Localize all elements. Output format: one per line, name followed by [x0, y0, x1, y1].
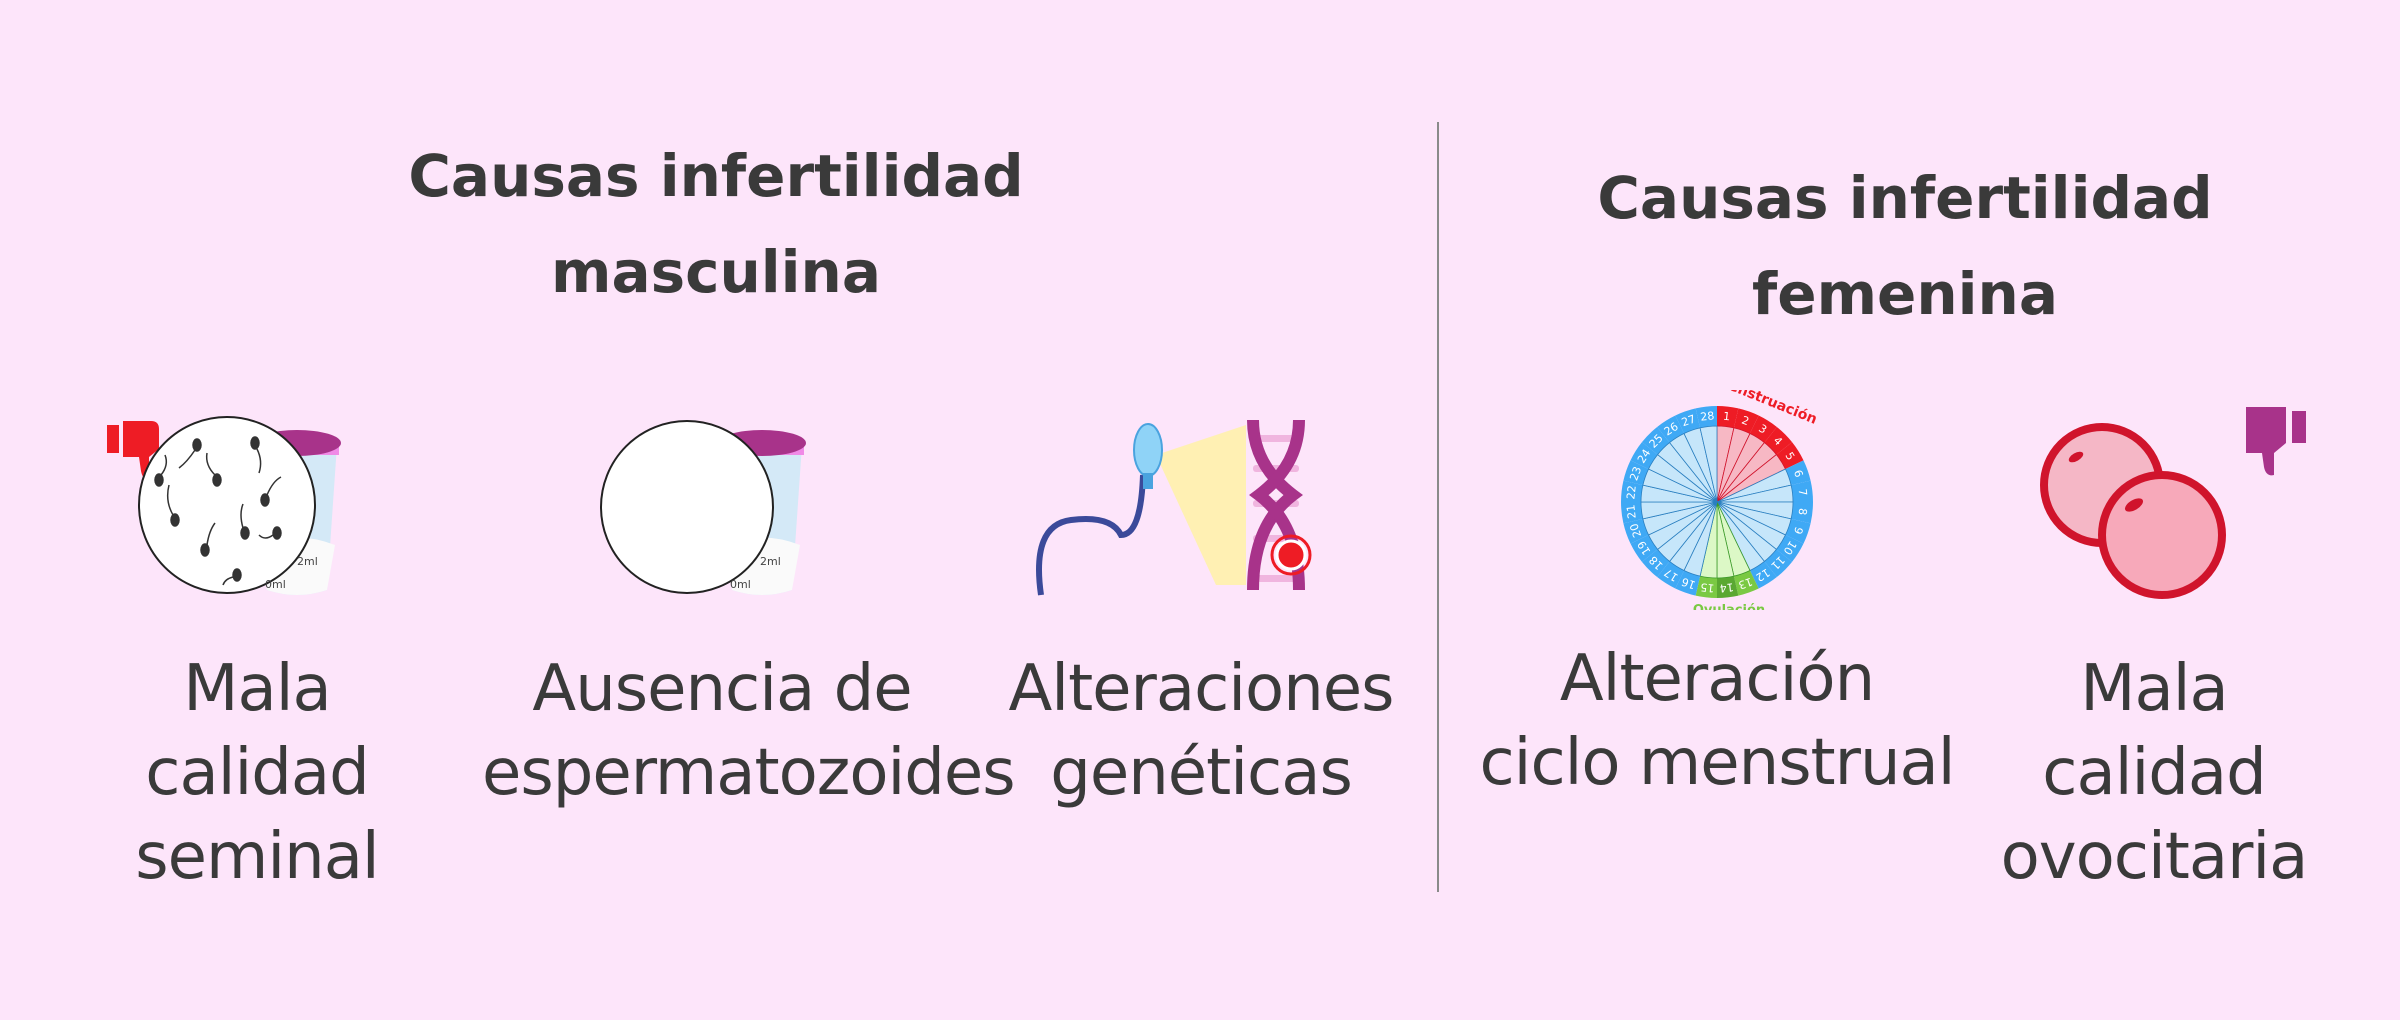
cycle-day-number: 22	[1624, 485, 1638, 500]
cycle-day-number: 16	[1680, 575, 1698, 592]
cycle-day-segment	[1621, 502, 1643, 524]
poor-oocyte-icon	[2040, 407, 2306, 599]
cycle-day-number: 26	[1662, 420, 1681, 438]
cycle-day-segment	[1695, 576, 1717, 598]
cycle-day-number: 14	[1719, 580, 1734, 594]
cause-label: Mala calidad seminal	[135, 652, 379, 894]
cycle-day-number: 17	[1662, 566, 1681, 584]
cycle-day-number: 9	[1791, 525, 1806, 536]
sperm-head-icon	[1133, 423, 1163, 477]
cycle-day-segment	[1749, 561, 1777, 589]
cycle-day-segment	[1630, 534, 1658, 562]
cycle-day-segment	[1641, 549, 1670, 578]
cycle-day-number: 2	[1740, 414, 1751, 429]
cycle-day-number: 27	[1680, 412, 1698, 429]
cycle-day-segment	[1717, 406, 1739, 428]
cause-label: Ausencia de espermatozoides	[482, 652, 1016, 810]
cup-mark-2ml: 2ml	[297, 555, 318, 568]
cause-no-sperm: 2ml 0ml Ausencia de espermatozoides	[482, 405, 1016, 815]
cycle-day-number: 21	[1624, 504, 1638, 519]
cycle-day-segment	[1641, 426, 1670, 455]
mutation-marker-icon	[1275, 539, 1307, 571]
cycle-day-number: 8	[1796, 507, 1810, 515]
cycle-day-segment	[1791, 480, 1813, 502]
cycle-day-segment	[1733, 570, 1759, 596]
ovulation-label: Ovulación	[1693, 603, 1765, 610]
cause-poor-oocyte-quality: Mala calidad ovocitaria	[1914, 405, 2394, 899]
cycle-day-segment	[1675, 570, 1701, 596]
cycle-day-segment	[1623, 518, 1649, 544]
cycle-day-segment	[1657, 415, 1685, 443]
cycle-day-number: 1	[1722, 410, 1730, 424]
cause-low-semen-quality: 2ml 0ml Mala calidad seminal	[17, 405, 497, 899]
cycle-day-segment	[1749, 415, 1777, 443]
cup-mark-0ml: 0ml	[730, 578, 751, 591]
male-causes-title: Causas infertilidad masculina	[408, 142, 1024, 306]
cycle-day-number: 6	[1791, 468, 1806, 479]
sperm-dna-icon	[1036, 419, 1312, 596]
cup-mark-0ml: 0ml	[265, 578, 286, 591]
cycle-day-segment	[1791, 502, 1813, 524]
cycle-day-number: 13	[1737, 575, 1755, 592]
cycle-day-segment	[1764, 426, 1793, 455]
cycle-day-segment	[1785, 518, 1811, 544]
cycle-day-segment	[1695, 406, 1717, 428]
low-quality-semen-icon: 2ml 0ml	[107, 416, 341, 595]
cycle-day-segment	[1621, 480, 1643, 502]
cycle-day-number: 10	[1781, 538, 1799, 557]
sperm-cells-icon	[154, 436, 282, 586]
section-divider	[1437, 122, 1439, 892]
cycle-day-segment	[1717, 576, 1739, 598]
cycle-day-number: 15	[1700, 580, 1715, 594]
cycle-day-segment	[1776, 442, 1804, 470]
cycle-day-segment	[1657, 561, 1685, 589]
cycle-day-number: 28	[1700, 409, 1715, 423]
cycle-day-number: 7	[1796, 488, 1810, 496]
cycle-day-segment	[1733, 408, 1759, 434]
cycle-day-segment	[1623, 460, 1649, 486]
thumbs-down-icon	[2246, 407, 2306, 476]
cycle-day-segment	[1764, 549, 1793, 578]
cycle-day-number: 19	[1635, 538, 1653, 557]
cycle-day-segment	[1630, 442, 1658, 470]
cycle-day-segment	[1776, 534, 1804, 562]
cycle-day-number: 12	[1753, 566, 1772, 584]
cycle-day-wedge	[1699, 425, 1718, 503]
cause-genetic-alterations: Alteraciones genéticas	[961, 405, 1441, 815]
cause-label: Alteración ciclo menstrual	[1479, 642, 1955, 800]
female-causes-title: Causas infertilidad femenina	[1597, 164, 2213, 328]
cycle-day-number: 24	[1635, 447, 1653, 466]
cause-label: Alteraciones genéticas	[1008, 652, 1395, 810]
cycle-day-segment	[1675, 408, 1701, 434]
cycle-day-segment	[1785, 460, 1811, 486]
thumbs-down-icon	[107, 421, 159, 480]
no-sperm-icon: 2ml 0ml	[600, 420, 806, 595]
cup-mark-2ml: 2ml	[760, 555, 781, 568]
cycle-day-number: 23	[1627, 465, 1644, 483]
cycle-day-number: 20	[1627, 522, 1644, 540]
cause-label: Mala calidad ovocitaria	[2000, 652, 2309, 894]
